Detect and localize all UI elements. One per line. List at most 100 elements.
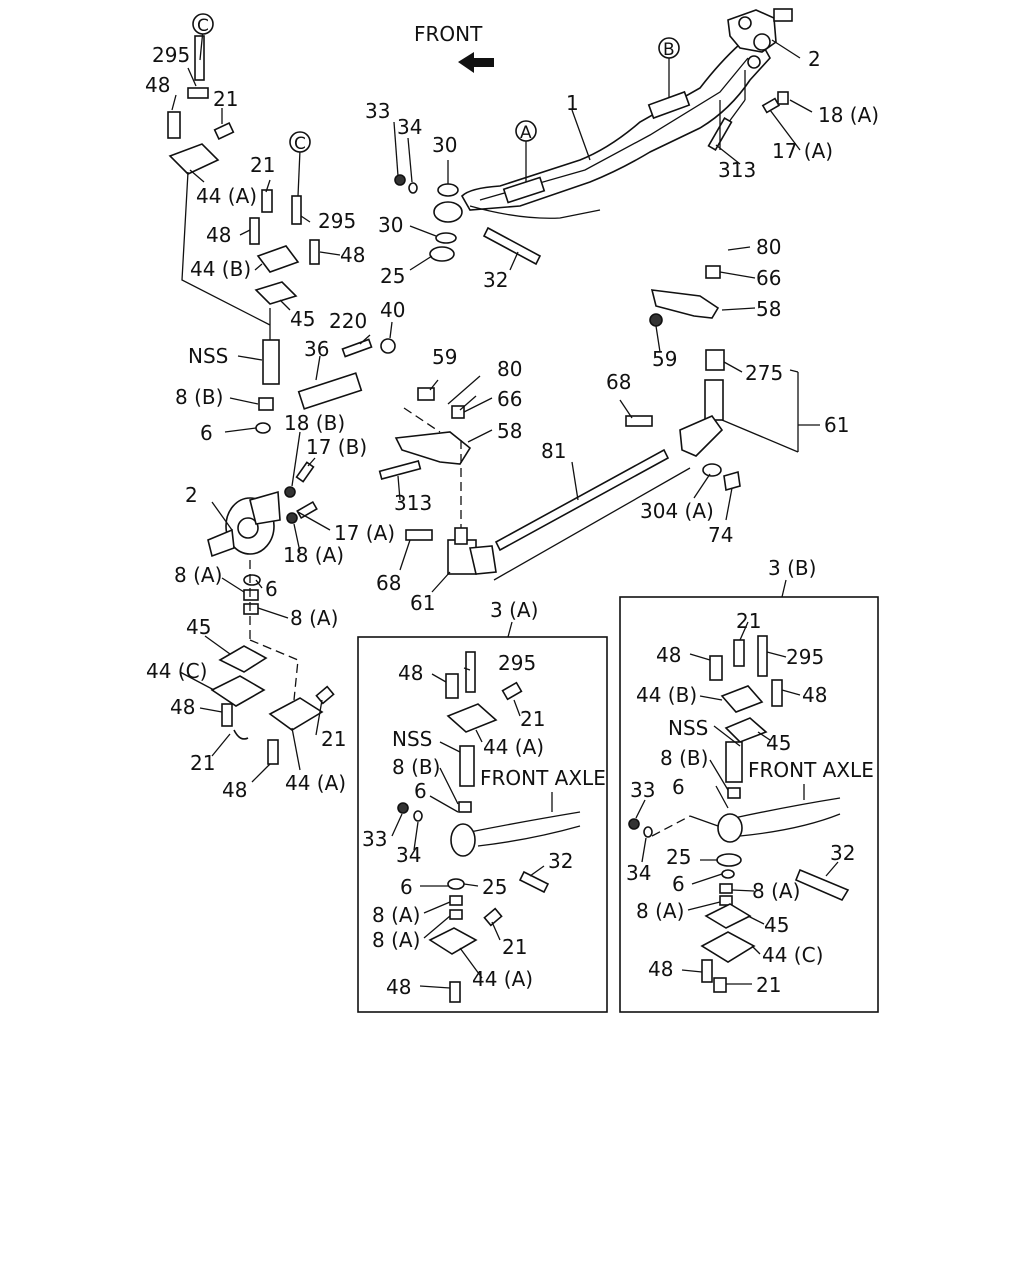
- callout-c-mid: C: [289, 131, 311, 154]
- inset-3a-label-32: 32: [548, 849, 573, 873]
- label-295-b: 295: [318, 209, 356, 233]
- label-21-c: 21: [321, 727, 346, 751]
- right-knuckle: [727, 8, 793, 69]
- label-48: 48: [145, 73, 170, 97]
- tie-rod-81: [493, 448, 691, 581]
- inset-3b-label-33: 33: [630, 778, 655, 802]
- inset-3b-label-48-c: 48: [648, 957, 673, 981]
- label-59-b: 59: [432, 345, 457, 369]
- label-nss: NSS: [188, 344, 228, 368]
- inset-3a-label-48-b: 48: [386, 975, 411, 999]
- label-48-c: 48: [340, 243, 365, 267]
- svg-text:B: B: [663, 40, 675, 60]
- label-25: 25: [380, 264, 405, 288]
- label-33: 33: [365, 99, 390, 123]
- inset-3a-label-21-b: 21: [502, 935, 527, 959]
- inset-3b-label-45-b: 45: [764, 913, 789, 937]
- inset-3a-label-34: 34: [396, 843, 421, 867]
- label-44a-b: 44 (A): [285, 771, 346, 795]
- inset-3b-label-48-b: 48: [802, 683, 827, 707]
- tie-rod-313-left: [378, 459, 422, 481]
- label-6-b: 6: [265, 577, 278, 601]
- inset-3b-label-34: 34: [626, 861, 651, 885]
- inset-3a-label-44a-b: 44 (A): [472, 967, 533, 991]
- label-45: 45: [290, 307, 315, 331]
- right-arm-58: [649, 265, 721, 327]
- axle-beam: [461, 39, 771, 219]
- inset-3b-label-8a: 8 (A): [752, 879, 800, 903]
- callout-a: A: [515, 120, 537, 143]
- inset-3a-label-8a-b: 8 (A): [372, 928, 420, 952]
- label-59: 59: [652, 347, 677, 371]
- label-304a: 304 (A): [640, 499, 714, 523]
- inset-3b-label-nss: NSS: [668, 716, 708, 740]
- label-18a-b: 18 (A): [818, 103, 879, 127]
- inset-3b-front-axle-label: FRONT AXLE: [748, 758, 874, 782]
- label-18a: 18 (A): [283, 543, 344, 567]
- label-2: 2: [185, 483, 198, 507]
- label-48-b: 48: [206, 223, 231, 247]
- label-44c: 44 (C): [146, 659, 207, 683]
- label-18b: 18 (B): [284, 411, 345, 435]
- label-21: 21: [213, 87, 238, 111]
- label-17a-b: 17 (A): [772, 139, 833, 163]
- inset-3a-label-21: 21: [520, 707, 545, 731]
- inset-3a-label-8a: 8 (A): [372, 903, 420, 927]
- label-17a: 17 (A): [334, 521, 395, 545]
- inset-3a-label-25: 25: [482, 875, 507, 899]
- inset-3a-label-nss: NSS: [392, 727, 432, 751]
- label-44a: 44 (A): [196, 184, 257, 208]
- label-48-e: 48: [222, 778, 247, 802]
- inset-3b-label-8b: 8 (B): [660, 746, 708, 770]
- label-68-b: 68: [376, 571, 401, 595]
- inset-3a-label-48: 48: [398, 661, 423, 685]
- inset-3b: 3 (B) FRONT AXLE: [619, 556, 879, 1013]
- inset-3a-label-295: 295: [498, 651, 536, 675]
- label-8a-b: 8 (A): [290, 606, 338, 630]
- inset-3b-label-32: 32: [830, 841, 855, 865]
- label-32: 32: [483, 268, 508, 292]
- inset-3a-label-6: 6: [414, 779, 427, 803]
- label-30: 30: [432, 133, 457, 157]
- label-68: 68: [606, 370, 631, 394]
- label-30-b: 30: [378, 213, 403, 237]
- label-44b: 44 (B): [190, 257, 251, 281]
- label-66-b: 66: [497, 387, 522, 411]
- beam-left-eye-parts: [394, 174, 542, 266]
- label-34: 34: [397, 115, 422, 139]
- label-275: 275: [745, 361, 783, 385]
- steering-arm: [297, 372, 363, 410]
- inset-3a-label-8b: 8 (B): [392, 755, 440, 779]
- bushing-275: [705, 349, 725, 371]
- tie-rod-end-left: [405, 527, 497, 575]
- inset-3b-label-8a-b: 8 (A): [636, 899, 684, 923]
- inset-3b-label-45: 45: [766, 731, 791, 755]
- label-80: 80: [756, 235, 781, 259]
- front-label: FRONT: [414, 22, 483, 46]
- label-8a: 8 (A): [174, 563, 222, 587]
- middle-arm-58: [394, 387, 472, 465]
- inset-3b-label-25: 25: [666, 845, 691, 869]
- label-48-d: 48: [170, 695, 195, 719]
- inset-3a-title: 3 (A): [490, 598, 538, 622]
- inset-3a-label-44a: 44 (A): [483, 735, 544, 759]
- callout-b: B: [658, 37, 680, 60]
- svg-text:C: C: [197, 16, 209, 36]
- label-21-d: 21: [190, 751, 215, 775]
- inset-3a-label-33: 33: [362, 827, 387, 851]
- label-66: 66: [756, 266, 781, 290]
- label-80-b: 80: [497, 357, 522, 381]
- front-arrow-icon: [458, 52, 494, 73]
- inset-3b-label-44c: 44 (C): [762, 943, 823, 967]
- label-220: 220: [329, 309, 367, 333]
- label-21-b: 21: [250, 153, 275, 177]
- inset-3b-label-21-b: 21: [756, 973, 781, 997]
- label-74: 74: [708, 523, 733, 547]
- left-top-cover: [167, 35, 320, 305]
- inset-3b-label-6: 6: [672, 775, 685, 799]
- label-45-b: 45: [186, 615, 211, 639]
- callout-c-top: C: [192, 13, 214, 36]
- inset-3b-label-48: 48: [656, 643, 681, 667]
- left-knuckle: [207, 490, 281, 558]
